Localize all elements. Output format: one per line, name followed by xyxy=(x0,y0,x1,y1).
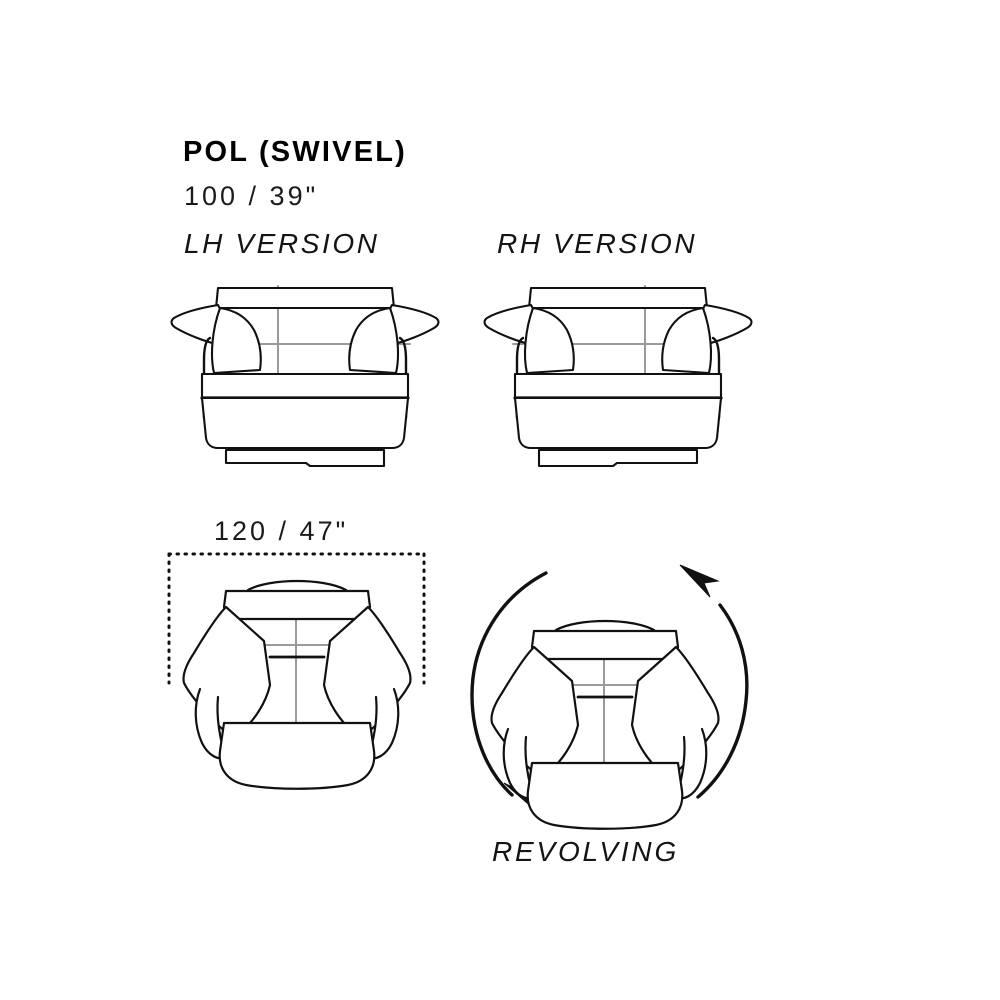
swivel-base-plate xyxy=(537,448,699,468)
right-arm-frame xyxy=(398,336,408,420)
right-arm-frame xyxy=(366,687,400,760)
backrest-crown xyxy=(554,619,656,632)
left-rotation-arc xyxy=(470,571,548,797)
base-body xyxy=(513,396,723,450)
left-arm-frame xyxy=(711,336,721,420)
seat-cushion xyxy=(200,372,410,400)
backrest-block xyxy=(530,629,680,661)
left-back-cushion xyxy=(210,306,262,375)
revolving-plan-view xyxy=(448,545,758,835)
seat-base-outline xyxy=(526,761,684,830)
backrest-crown xyxy=(246,579,348,592)
right-arm-frame xyxy=(674,727,708,800)
right-back-cushion xyxy=(348,306,400,375)
base-body xyxy=(200,396,410,450)
left-back-cushion xyxy=(661,306,713,375)
backrest-panel xyxy=(214,286,396,310)
rotation-arrows xyxy=(470,564,749,810)
swivel-base-plate xyxy=(224,448,386,468)
backrest-block xyxy=(222,589,372,621)
right-back-cushion xyxy=(523,306,575,375)
seat-base-outline xyxy=(218,721,376,790)
rh-version-label: RH VERSION xyxy=(497,228,698,259)
left-arm-frame xyxy=(502,727,536,800)
depth-dimension-box xyxy=(167,552,426,685)
revolving-label: REVOLVING xyxy=(492,836,680,867)
backrest-panel xyxy=(527,286,709,310)
left-arm-frame xyxy=(202,336,212,420)
top-plan-view xyxy=(160,545,450,795)
left-arm-frame xyxy=(194,687,228,760)
page-title: POL (SWIVEL) xyxy=(183,136,408,168)
lh-version-label: LH VERSION xyxy=(184,228,380,259)
right-arrow-head xyxy=(679,564,720,598)
right-rotation-arc xyxy=(696,603,749,799)
lh-version-front-view xyxy=(170,278,440,473)
width-dimension-label: 100 / 39" xyxy=(184,181,319,211)
rh-version-front-view xyxy=(483,278,753,473)
right-arm-frame xyxy=(515,336,525,420)
depth-dimension-label: 120 / 47" xyxy=(214,516,349,546)
seat-cushion xyxy=(513,372,723,400)
